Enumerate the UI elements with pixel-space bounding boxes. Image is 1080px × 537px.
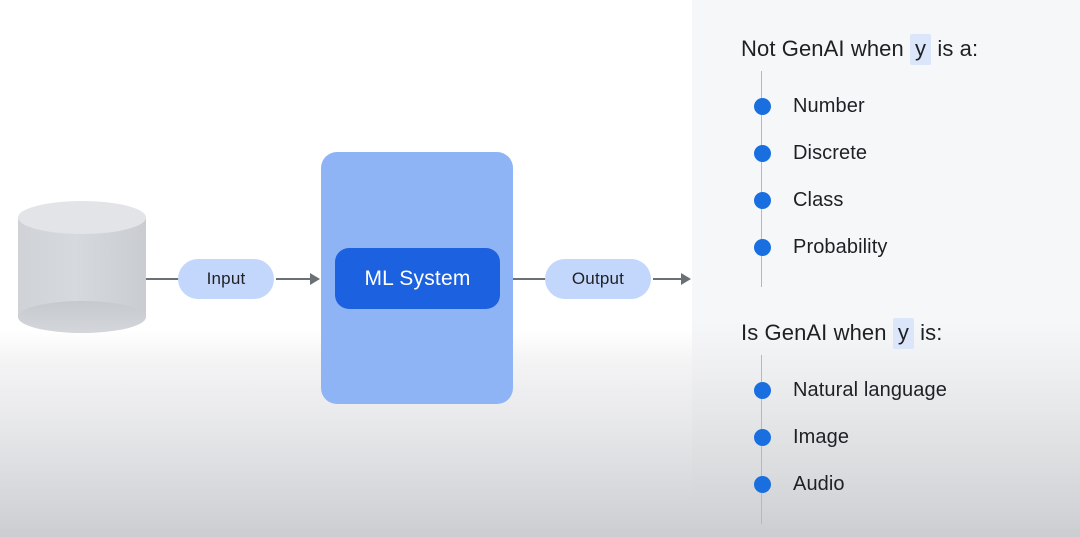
arrow-head-icon-2	[681, 273, 691, 285]
list-item[interactable]: Class	[741, 177, 1080, 224]
list-item-label: Number	[793, 95, 865, 117]
section-heading-is-genai: Is GenAI when y is:	[741, 318, 1080, 349]
input-pill: Input	[178, 259, 274, 299]
list-not-genai: Number Discrete Class Probability	[692, 71, 1080, 287]
list-item[interactable]: Probability	[741, 224, 1080, 271]
list-item-label: Natural language	[793, 379, 947, 401]
list-item[interactable]: Natural language	[741, 367, 1080, 414]
bullet-dot-icon	[754, 239, 771, 256]
heading-prefix: Not GenAI when	[741, 36, 911, 61]
list-item[interactable]: Discrete	[741, 130, 1080, 177]
bullet-dot-icon	[754, 192, 771, 209]
bullet-dot-icon	[754, 145, 771, 162]
cylinder-top	[18, 201, 146, 234]
heading-variable-y: y	[910, 34, 932, 65]
list-item-label: Audio	[793, 473, 845, 495]
list-item-label: Class	[793, 189, 844, 211]
bullet-dot-icon	[754, 429, 771, 446]
classification-panel: Not GenAI when y is a: Number Discrete C…	[692, 0, 1080, 537]
list-item-label: Discrete	[793, 142, 868, 164]
ml-system-box: ML System	[335, 248, 500, 309]
section-is-genai: Is GenAI when y is: Natural language Ima…	[692, 318, 1080, 524]
heading-prefix: Is GenAI when	[741, 320, 893, 345]
heading-variable-y: y	[892, 318, 914, 349]
list-item[interactable]: Number	[741, 83, 1080, 130]
list-item[interactable]: Audio	[741, 461, 1080, 508]
bullet-dot-icon	[754, 476, 771, 493]
section-not-genai: Not GenAI when y is a: Number Discrete C…	[692, 34, 1080, 287]
heading-suffix: is a:	[931, 36, 979, 61]
connector-db-to-input	[146, 278, 182, 280]
list-item-label: Image	[793, 426, 850, 448]
timeline-spine	[761, 71, 763, 287]
connector-ml-to-output	[513, 278, 549, 280]
arrow-head-icon-1	[310, 273, 320, 285]
list-item-label: Probability	[793, 236, 888, 258]
cylinder-bottom	[18, 301, 146, 333]
list-is-genai: Natural language Image Audio	[692, 355, 1080, 524]
connector-input-to-ml	[276, 278, 314, 280]
heading-suffix: is:	[913, 320, 943, 345]
section-heading-not-genai: Not GenAI when y is a:	[741, 34, 1080, 65]
output-pill: Output	[545, 259, 651, 299]
left-canvas: Input ML System Output	[0, 0, 692, 537]
list-item[interactable]: Image	[741, 414, 1080, 461]
database-cylinder-icon	[18, 201, 146, 333]
bullet-dot-icon	[754, 382, 771, 399]
connector-output-to-panel	[653, 278, 685, 280]
bullet-dot-icon	[754, 98, 771, 115]
